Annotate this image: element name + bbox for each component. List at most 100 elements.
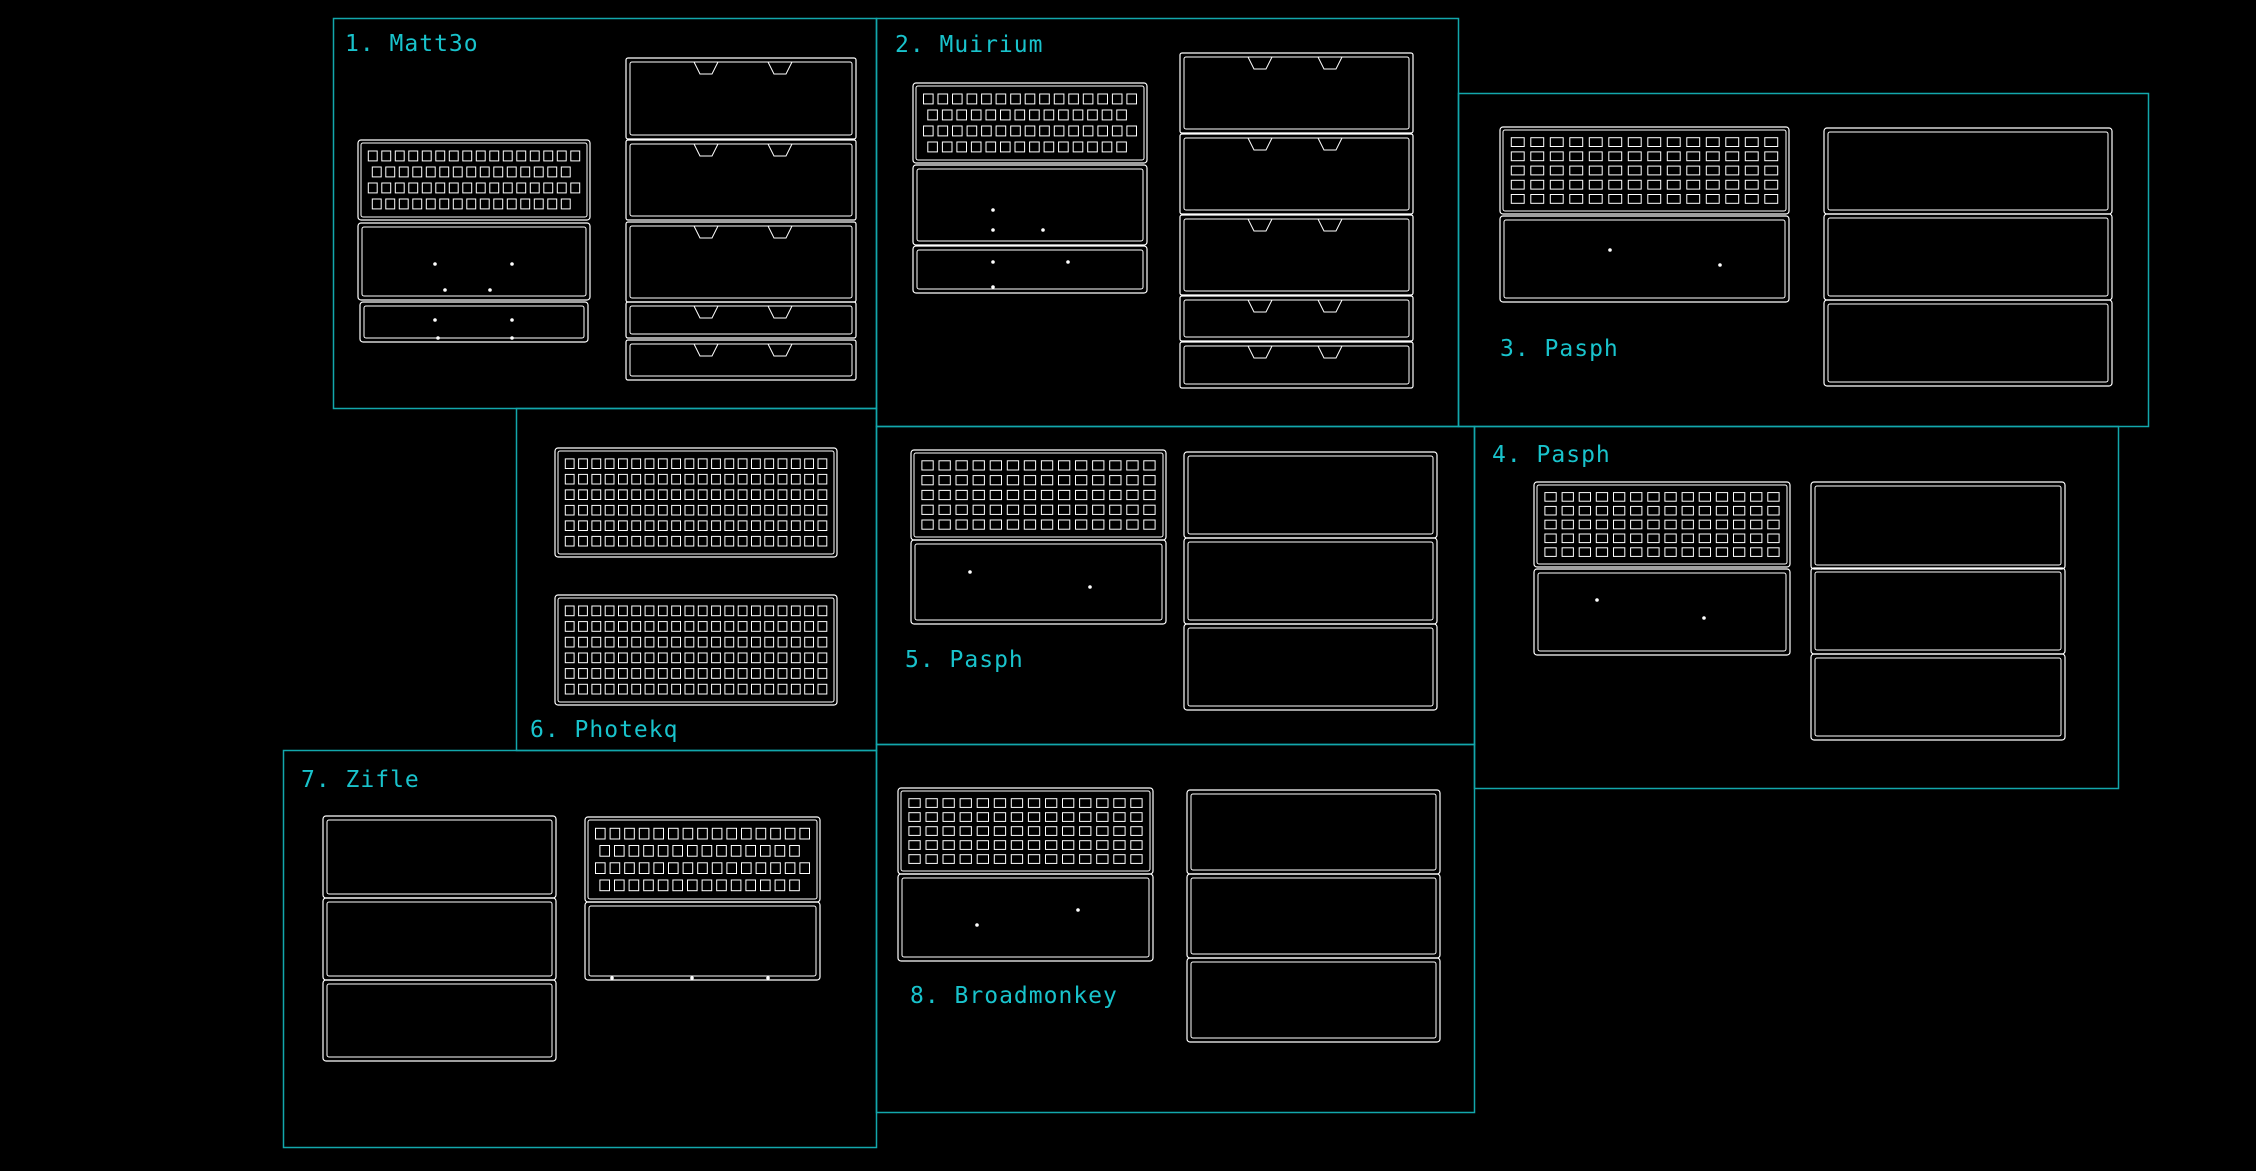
g5-switch-plate-key — [1023, 460, 1037, 471]
g2-switch-plate-outer — [912, 82, 1148, 164]
g7-switch-plate-key — [799, 827, 811, 840]
g5-switch-plate-key — [1075, 519, 1088, 530]
g2-switch-plate — [912, 82, 1148, 164]
g1-switch-plate-key — [560, 166, 571, 178]
g6-switch-plate-b-key — [591, 636, 602, 648]
g6-switch-plate-b-key — [817, 636, 828, 648]
g2-case-layer-3-notch-0 — [1247, 218, 1273, 232]
g1-switch-plate — [357, 139, 591, 221]
g2-switch-plate-key — [1101, 141, 1113, 153]
g6-switch-plate-b-key — [697, 605, 708, 617]
g6-switch-plate-b-key — [591, 652, 602, 664]
g4-switch-plate-key — [1595, 492, 1609, 502]
g8-switch-plate-outer — [897, 787, 1154, 875]
g1-switch-plate-key — [493, 166, 504, 178]
g6-switch-plate-b-key — [804, 668, 815, 679]
g7-switch-plate-key — [614, 845, 625, 857]
g2-switch-plate-key — [1082, 125, 1094, 137]
g6-switch-plate-b-key — [684, 636, 695, 648]
g3-switch-plate-key — [1764, 151, 1779, 162]
g2-bottom-plate-hole-1 — [1066, 260, 1070, 264]
g1-case-layer-3-outer — [625, 221, 857, 303]
g3-switch-plate-key — [1647, 194, 1662, 204]
g1-switch-plate-key — [394, 150, 405, 162]
g5-switch-plate-key — [989, 475, 1003, 486]
g1-case-layer-5-notch-1 — [767, 343, 793, 357]
g5-switch-plate-inner — [913, 452, 1164, 538]
g8-case-layer-2 — [1186, 873, 1441, 959]
g2-case-layer-1-inner — [1183, 56, 1410, 130]
g6-switch-plate-a-key — [697, 535, 708, 547]
g3-switch-plate-key — [1530, 137, 1545, 147]
g3-case-layer-2 — [1823, 213, 2113, 301]
g3-switch-plate-key — [1549, 194, 1564, 204]
g5-case-layer-1-outer — [1183, 451, 1438, 539]
g3-switch-plate-key — [1666, 151, 1681, 162]
g5-switch-plate-key — [1092, 460, 1105, 471]
g7-case-layer-1 — [322, 815, 557, 899]
g6-switch-plate-b-key — [777, 652, 788, 664]
g2-switch-plate-key — [952, 93, 963, 105]
g6-switch-plate-a-key — [618, 473, 628, 485]
g3-switch-plate-key — [1705, 151, 1720, 162]
g2-switch-plate-key — [1024, 125, 1036, 137]
g6-switch-plate-b-key — [751, 605, 761, 617]
g5-switch-plate-key — [1006, 489, 1020, 501]
g2-switch-plate-key — [1024, 93, 1036, 105]
g6-switch-plate-b-key — [631, 636, 642, 648]
g7-switch-plate-key — [701, 845, 713, 857]
g4-switch-plate-key — [1715, 519, 1729, 530]
g1-switch-plate-key — [452, 166, 463, 178]
g3-case-layer-3 — [1823, 299, 2113, 387]
g6-switch-plate-b-key — [644, 621, 655, 632]
g7-switch-plate-key — [799, 862, 811, 874]
g3-switch-plate-key — [1588, 194, 1603, 204]
g6-switch-plate-a-key — [564, 473, 575, 485]
g4-switch-plate-key — [1647, 519, 1660, 530]
g5-case-layer-3-outer — [1183, 623, 1438, 711]
g1-switch-plate-key — [412, 166, 423, 178]
g8-switch-plate-key — [1096, 854, 1109, 864]
g1-case-layer-3 — [625, 221, 857, 303]
g5-switch-plate-key — [1058, 489, 1071, 501]
g3-switch-plate-key — [1569, 194, 1584, 204]
g6-switch-plate-a-key — [711, 504, 721, 516]
g1-switch-plate-key — [385, 198, 396, 210]
g8-switch-plate-key — [1045, 854, 1058, 864]
g2-case-layer-2-outer — [1179, 133, 1414, 215]
g1-middle-plate-hole-0 — [433, 262, 437, 266]
g8-case-layer-2-outer — [1186, 873, 1441, 959]
g6-switch-plate-a-key — [631, 473, 642, 485]
g3-switch-plate-key — [1549, 179, 1564, 190]
g4-switch-plate-key — [1715, 533, 1729, 544]
g1-switch-plate-key — [381, 182, 392, 194]
g6-switch-plate-a-key — [790, 489, 801, 500]
g5-switch-plate-key — [1006, 504, 1020, 515]
g7-switch-plate-key — [711, 827, 723, 840]
g4-switch-plate-key — [1630, 533, 1643, 544]
g6-switch-plate-a-key — [578, 458, 588, 469]
g4-switch-plate-key — [1715, 547, 1729, 557]
g7-switch-plate-key — [770, 827, 781, 840]
g4-switch-plate-key — [1578, 505, 1591, 516]
g7-switch-plate-key — [628, 845, 640, 857]
g5-switch-plate-key — [1006, 475, 1020, 486]
g3-switch-plate-key — [1725, 137, 1740, 147]
g3-switch-plate-key — [1647, 151, 1662, 162]
group-label-1: 1. Matt3o — [345, 31, 479, 57]
g4-switch-plate-key — [1664, 533, 1677, 544]
g3-switch-plate-key — [1510, 137, 1525, 147]
g8-switch-plate-key — [993, 826, 1007, 836]
g6-switch-plate-b-key — [671, 621, 682, 632]
g6-switch-plate-a-key — [697, 520, 708, 532]
g5-switch-plate-key — [1040, 489, 1054, 501]
g4-switch-plate-key — [1698, 505, 1711, 516]
g5-switch-plate-key — [1143, 460, 1156, 471]
g4-switch-plate-key — [1715, 492, 1729, 502]
g2-switch-plate-key — [1072, 141, 1084, 153]
g6-switch-plate-a-key — [604, 473, 615, 485]
g1-switch-plate-key — [398, 198, 409, 210]
g8-switch-plate-key — [993, 812, 1007, 822]
g8-switch-plate-key — [1010, 798, 1024, 808]
